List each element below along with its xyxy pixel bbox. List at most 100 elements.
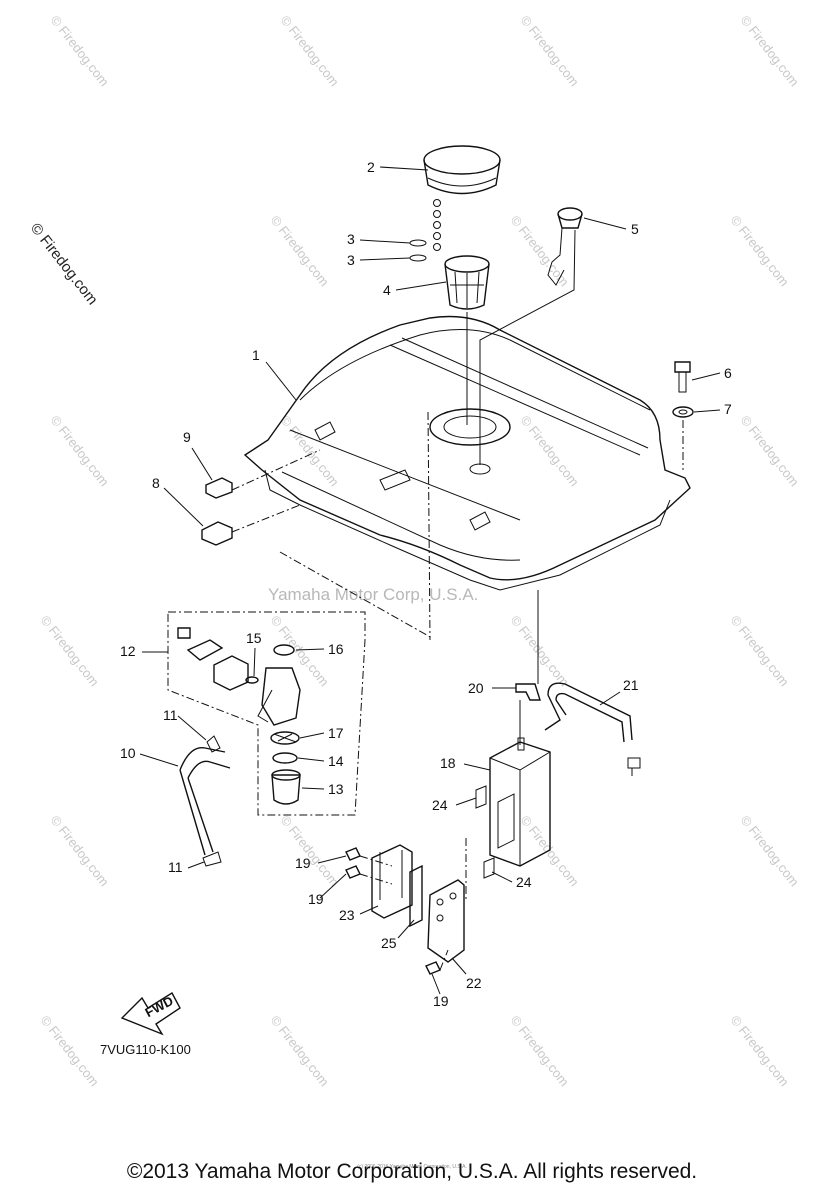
callout-leader-c15 [253,647,256,677]
watermark-text: © Firedog.com [728,613,792,690]
watermark-text: © Firedog.com [738,413,802,490]
watermark-text: © Firedog.com [268,1013,332,1090]
callout-c23: 23 [339,907,355,923]
callout-leader-c19b [319,873,347,899]
diagram-code: 7VUG110-K100 [100,1042,191,1057]
callout-leader-c21 [599,691,621,706]
callout-leader-c24a [455,797,477,806]
callout-c7: 7 [724,401,732,417]
callout-leader-c17 [299,732,325,739]
watermark-text: © Firedog.com [48,413,112,490]
watermark-text: © Firedog.com [48,13,112,90]
callout-c4: 4 [383,282,391,298]
pad-9 [205,477,233,499]
charcoal-canister [489,590,641,867]
watermark-text: © Firedog.com [268,613,332,690]
callout-leader-c4 [395,281,447,291]
callout-leader-c24b [491,871,513,883]
callout-c25: 25 [381,935,397,951]
callout-c19c: 19 [433,993,449,1009]
watermark-text: © Firedog.com [518,13,582,90]
callout-leader-c10 [139,753,179,767]
watermark-text: © Firedog.com [518,413,582,490]
watermark-text: © Firedog.com [38,1013,102,1090]
callout-leader-c16 [295,648,325,651]
footer-copyright: ©2013 Yamaha Motor Corporation, U.S.A. A… [126,1160,698,1183]
canister-brackets [345,785,495,975]
watermark-text: © Firedog.com [278,813,342,890]
callout-leader-c7 [693,409,721,413]
callout-leader-c14 [297,757,325,762]
watermark-text: © Firedog.com [508,613,572,690]
callout-c15: 15 [246,630,262,646]
callout-leader-c8 [163,487,204,527]
callout-leader-c25 [397,919,415,939]
washer-lower [409,254,427,262]
fuel-gauge [479,207,583,465]
tiny-copyright: (c) 2006-2016 Yamaha Motor Corporation, … [357,1164,467,1170]
watermark-left: © Firedog.com [27,220,101,308]
callout-leader-c22 [451,957,467,975]
callout-c2: 2 [367,159,375,175]
watermark-text: © Firedog.com [738,13,802,90]
bolt-6 [672,361,694,470]
callout-leader-c2 [379,166,429,171]
fwd-label: FWD [142,993,175,1020]
callout-c24a: 24 [432,797,448,813]
callout-leader-c11b [187,861,205,869]
watermark-text: © Firedog.com [728,213,792,290]
callout-c21: 21 [623,677,639,693]
callout-c22: 22 [466,975,482,991]
callout-c19a: 19 [295,855,311,871]
callout-leader-c6 [691,372,721,381]
callouts: 1 23 3 4 5 6 7 8 9 10 11 11 12 13 14 15 16 17 18 19 19 19 20 21… [120,159,732,1009]
watermark-grid: © Firedog.com © Firedog.com © Firedog.com ©… [38,13,802,1090]
pad-8 [201,521,233,546]
watermark-text: © Firedog.com [728,1013,792,1090]
callout-c13: 13 [328,781,344,797]
callout-c14: 14 [328,753,344,769]
callout-leader-c13 [301,787,325,790]
callout-c5: 5 [631,221,639,237]
callout-c10: 10 [120,745,136,761]
callout-c12: 12 [120,643,136,659]
callout-c24b: 24 [516,874,532,890]
callout-c19b: 19 [308,891,324,907]
fwd-arrow: FWD [120,992,181,1036]
watermark-text: © Firedog.com [268,213,332,290]
callout-c18: 18 [440,755,456,771]
watermark-text: © Firedog.com [48,813,112,890]
watermark-text: © Firedog.com [508,1013,572,1090]
callout-c6: 6 [724,365,732,381]
callout-c9: 9 [183,429,191,445]
callout-leader-c18 [463,763,491,771]
callout-c17: 17 [328,725,344,741]
callout-leader-c19c [431,973,441,995]
fuel-cap [423,145,501,251]
callout-leader-c11a [177,715,207,741]
callout-leader-c23 [359,905,379,915]
watermark-text: © Firedog.com [278,413,342,490]
watermark-center: Yamaha Motor Corp, U.S.A. [268,585,478,604]
fuel-strainer [444,255,490,425]
callout-c3a: 3 [347,231,355,247]
fuel-cock-assembly [167,611,366,816]
callout-c16: 16 [328,641,344,657]
watermark-text: © Firedog.com [738,813,802,890]
callout-leader-c3b [359,257,411,261]
washer-upper [409,239,427,247]
callout-leader-c5 [583,217,627,230]
callout-c11b: 11 [168,859,183,875]
callout-c1: 1 [252,347,260,363]
callout-leader-c19a [317,855,347,864]
callout-leader-c9 [191,447,213,481]
fuel-hose [179,735,231,867]
watermark-text: © Firedog.com [38,613,102,690]
watermark-text: © Firedog.com [278,13,342,90]
callout-c20: 20 [468,680,484,696]
callout-c8: 8 [152,475,160,491]
callout-c11a: 11 [163,707,178,723]
callout-leader-c1 [265,361,297,401]
watermark-text: © Firedog.com [508,213,572,290]
